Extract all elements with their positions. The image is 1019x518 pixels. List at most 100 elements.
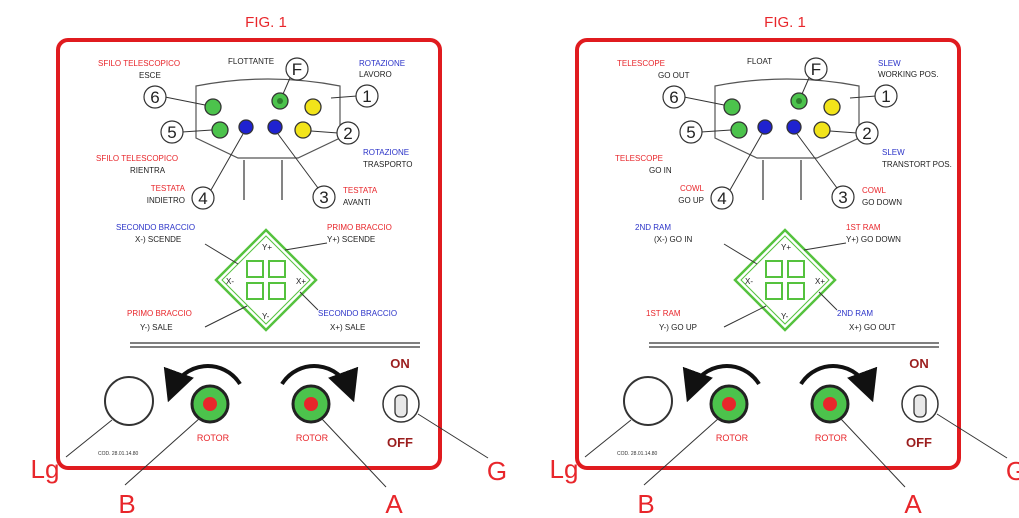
rotate-clockwise-arrow-icon xyxy=(799,364,878,403)
leader-f xyxy=(801,77,810,95)
rotate-clockwise-arrow-icon xyxy=(280,364,359,403)
label-6-title: SFILO TELESCOPICO xyxy=(98,59,180,68)
label-3-action: GO DOWN xyxy=(862,198,902,207)
cross-cell-ur xyxy=(268,260,286,278)
callout-number-3: 3 xyxy=(838,188,847,207)
code-text: COD. 28.01.14.80 xyxy=(617,451,658,457)
led-green-6 xyxy=(723,98,741,116)
leader-lg xyxy=(584,419,632,458)
callout-number-4: 4 xyxy=(198,189,207,208)
leader-cross-ll xyxy=(204,305,248,328)
rotate-anticlockwise-arrow-icon xyxy=(682,364,761,403)
callout-number-4: 4 xyxy=(717,189,726,208)
leader-1 xyxy=(849,95,877,99)
cross-label-up: Y+ xyxy=(262,243,272,252)
callout-circle-6 xyxy=(662,85,686,109)
rotor-label-b: ROTOR xyxy=(197,433,230,443)
label-2-action: TRASPORTO xyxy=(363,160,413,169)
cross-lower-right-action: X+) GO OUT xyxy=(849,323,896,332)
cross-cell-lr xyxy=(787,282,805,300)
rotor-label-a: ROTOR xyxy=(296,433,329,443)
led-yellow-1 xyxy=(304,98,322,116)
led-green-5 xyxy=(730,121,748,139)
rotor-label-b: ROTOR xyxy=(716,433,749,443)
leader-cross-lr xyxy=(818,291,838,311)
callout-a: A xyxy=(904,489,922,518)
leader-f xyxy=(282,77,291,95)
switch-off-label: OFF xyxy=(387,435,413,450)
callout-circle-f xyxy=(285,57,309,81)
label-6-action: GO OUT xyxy=(658,71,690,80)
rotor-button-b-center xyxy=(722,397,736,411)
label-4-action: GO UP xyxy=(678,196,704,205)
led-float-center xyxy=(277,98,283,104)
callout-circle-1 xyxy=(874,84,898,108)
led-blue-3 xyxy=(267,119,283,135)
leader-6 xyxy=(164,96,206,106)
callout-circle-f xyxy=(804,57,828,81)
cross-upper-right-title: PRIMO BRACCIO xyxy=(327,223,392,232)
cross-lower-right-title: 2ND RAM xyxy=(837,309,873,318)
leader-lg xyxy=(65,419,113,458)
switch-off-label: OFF xyxy=(906,435,932,450)
toggle-switch-lever[interactable] xyxy=(913,394,927,418)
label-1-title: ROTAZIONE xyxy=(359,59,405,68)
callout-number-6: 6 xyxy=(669,88,678,107)
led-yellow-2 xyxy=(813,121,831,139)
code-text: COD. 28.01.14.80 xyxy=(98,451,139,457)
cross-label-left: X- xyxy=(226,277,234,286)
leader-2 xyxy=(310,130,339,134)
label-5-action: RIENTRA xyxy=(130,166,166,175)
callout-circle-3 xyxy=(831,185,855,209)
label-5-title: TELESCOPE xyxy=(615,154,663,163)
callout-number-2: 2 xyxy=(862,124,871,143)
leader-cross-ll xyxy=(723,305,767,328)
leader-6 xyxy=(683,96,725,106)
label-4-action: INDIETRO xyxy=(147,196,185,205)
callout-number-3: 3 xyxy=(319,188,328,207)
rotor-button-a-center xyxy=(304,397,318,411)
led-yellow-2 xyxy=(294,121,312,139)
cross-lower-left-title: PRIMO BRACCIO xyxy=(127,309,192,318)
cross-cell-lr xyxy=(268,282,286,300)
label-2-title: ROTAZIONE xyxy=(363,148,409,157)
label-1-action: WORKING POS. xyxy=(878,70,938,79)
control-panel-italian: FIG. 1 6 1 F 5 2 4 xyxy=(31,14,508,518)
leader-4 xyxy=(210,133,244,191)
cross-cell-ll xyxy=(765,282,783,300)
cross-upper-right-action: Y+) GO DOWN xyxy=(846,235,901,244)
cross-cell-ul xyxy=(765,260,783,278)
rotor-label-a: ROTOR xyxy=(815,433,848,443)
leader-b xyxy=(124,417,201,486)
cross-upper-right-title: 1ST RAM xyxy=(846,223,881,232)
lamp-lg xyxy=(104,376,154,426)
leader-cross-ul xyxy=(204,243,239,265)
cross-lower-right-action: X+) SALE xyxy=(330,323,365,332)
callout-b: B xyxy=(637,489,654,518)
label-6-title: TELESCOPE xyxy=(617,59,665,68)
label-3-title: TESTATA xyxy=(343,186,378,195)
cross-lower-right-title: SECONDO BRACCIO xyxy=(318,309,397,318)
label-3-action: AVANTI xyxy=(343,198,371,207)
callout-lg: Lg xyxy=(31,454,60,484)
leader-cross-ur xyxy=(803,242,847,251)
leader-g xyxy=(417,413,489,459)
figure-title: FIG. 1 xyxy=(245,14,287,31)
led-green-6 xyxy=(204,98,222,116)
cross-label-down: Y- xyxy=(262,312,270,321)
cross-label-right: X+ xyxy=(296,277,306,286)
label-5-action: GO IN xyxy=(649,166,672,175)
callout-letter-f: F xyxy=(292,60,302,79)
callout-g: G xyxy=(1006,456,1019,486)
callout-number-6: 6 xyxy=(150,88,159,107)
callout-circle-2 xyxy=(336,121,360,145)
leader-5 xyxy=(181,129,213,133)
cross-label-right: X+ xyxy=(815,277,825,286)
toggle-switch-lever[interactable] xyxy=(394,394,408,418)
float-label: FLOTTANTE xyxy=(228,57,274,66)
joystick-body xyxy=(714,78,860,159)
callout-circle-3 xyxy=(312,185,336,209)
callout-circle-1 xyxy=(355,84,379,108)
direction-cross-pad: Y+ Y- X- X+ xyxy=(214,228,318,332)
callout-circle-5 xyxy=(679,120,703,144)
